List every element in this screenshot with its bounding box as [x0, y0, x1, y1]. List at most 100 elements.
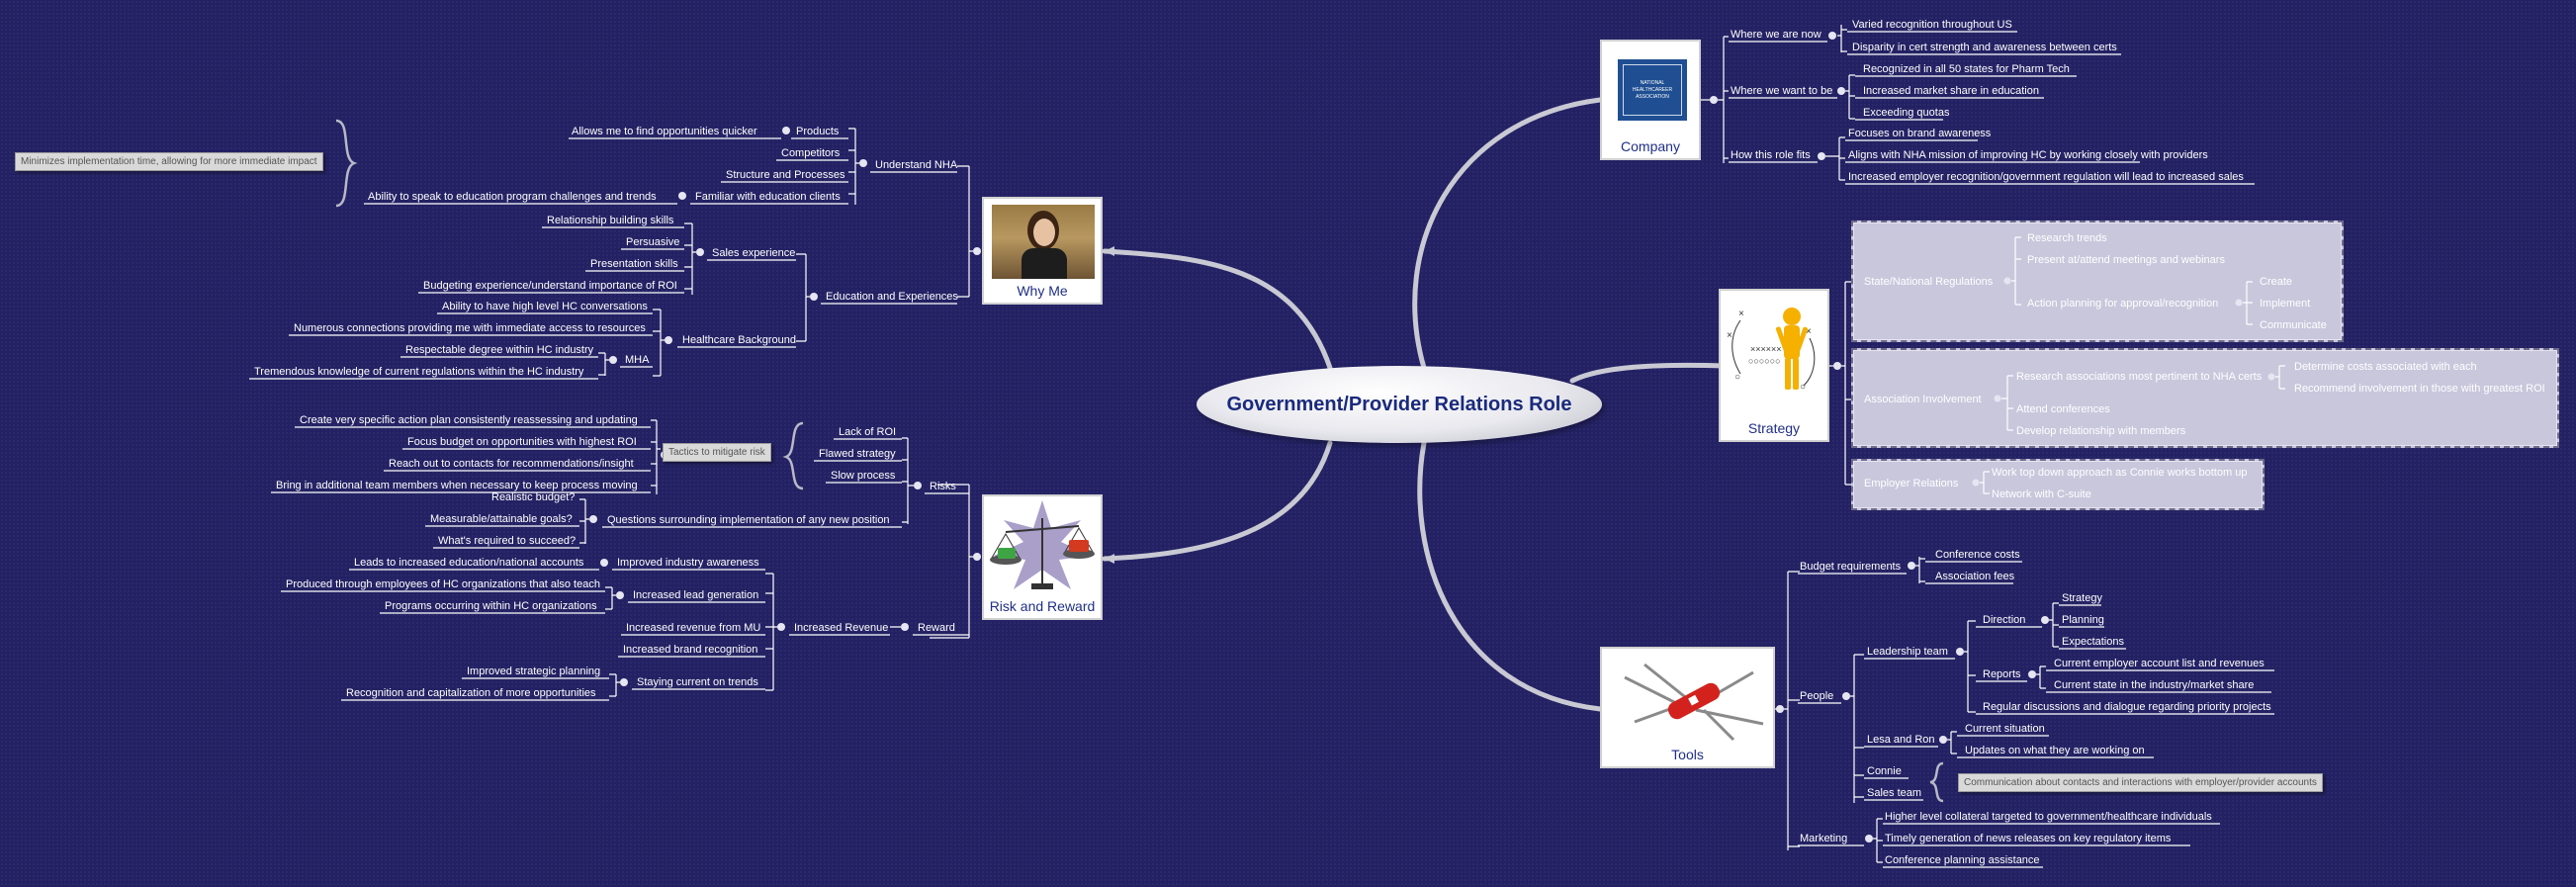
risk-trends[interactable]: Staying current on trends — [637, 676, 758, 688]
tools-leadership[interactable]: Leadership team — [1867, 646, 1948, 658]
why-understand-item[interactable]: Competitors — [781, 147, 841, 159]
tools-reports-item[interactable]: Current state in the industry/market sha… — [2054, 679, 2254, 691]
strategy-assoc[interactable]: Association Involvement — [1864, 394, 1982, 405]
strategy-node[interactable]: × × ×××××× ○○○○○○ ○ × ○ Strategy — [1719, 289, 1829, 442]
strategy-employer-item[interactable]: Network with C-suite — [1992, 488, 2091, 500]
risk-item[interactable]: Slow process — [831, 470, 896, 482]
risk-industry[interactable]: Improved industry awareness — [617, 557, 759, 569]
understand-note[interactable]: Minimizes implementation time, allowing … — [15, 152, 323, 171]
company-where-want-item[interactable]: Increased market share in education — [1863, 85, 2039, 97]
risk-trend-item[interactable]: Improved strategic planning — [467, 665, 600, 677]
tools-marketing-item[interactable]: Timely generation of news releases on ke… — [1885, 833, 2172, 844]
strategy-employer[interactable]: Employer Relations — [1864, 478, 1959, 489]
tools-reports[interactable]: Reports — [1983, 668, 2021, 680]
tools-connie[interactable]: Connie — [1867, 765, 1902, 777]
strategy-assoc-research-item[interactable]: Recommend involvement in those with grea… — [2294, 383, 2545, 395]
tools-reports-item[interactable]: Current employer account list and revenu… — [2054, 658, 2265, 669]
strategy-state-item[interactable]: Present at/attend meetings and webinars — [2027, 254, 2225, 266]
company-node[interactable]: NATIONAL HEALTHCAREER ASSOCIATION Compan… — [1600, 40, 1701, 160]
why-education[interactable]: Education and Experiences — [826, 291, 958, 303]
why-understand[interactable]: Understand NHA — [875, 159, 958, 171]
tools-direction[interactable]: Direction — [1983, 614, 2025, 626]
risk-trend-item[interactable]: Recognition and capitalization of more o… — [346, 687, 596, 699]
strategy-assoc-item[interactable]: Attend conferences — [2016, 403, 2110, 415]
tools-budget[interactable]: Budget requirements — [1800, 561, 1902, 573]
why-mha-item[interactable]: Respectable degree within HC industry — [405, 344, 594, 356]
why-sales-item[interactable]: Relationship building skills — [547, 215, 674, 226]
company-fits-item[interactable]: Increased employer recognition/governmen… — [1848, 171, 2244, 183]
risk-question-item[interactable]: Realistic budget? — [491, 491, 575, 503]
why-sales-item[interactable]: Budgeting experience/understand importan… — [423, 280, 677, 292]
company-where-want-item[interactable]: Recognized in all 50 states for Pharm Te… — [1863, 63, 2070, 75]
tools-lesa-item[interactable]: Current situation — [1965, 723, 2045, 735]
tools-regular[interactable]: Regular discussions and dialogue regardi… — [1983, 701, 2271, 713]
why-mha-item[interactable]: Tremendous knowledge of current regulati… — [254, 366, 584, 378]
connie-note[interactable]: Communication about contacts and interac… — [1958, 773, 2323, 792]
strategy-action-item[interactable]: Create — [2260, 276, 2292, 288]
strategy-employer-item[interactable]: Work top down approach as Connie works b… — [1992, 467, 2247, 479]
tools-budget-item[interactable]: Conference costs — [1935, 549, 2020, 561]
strategy-action-item[interactable]: Implement — [2260, 298, 2310, 310]
risk-lead-item[interactable]: Programs occurring within HC organizatio… — [385, 600, 597, 612]
tools-direction-item[interactable]: Expectations — [2062, 636, 2124, 648]
why-me-node[interactable]: Why Me — [982, 197, 1103, 305]
risk-questions[interactable]: Questions surrounding implementation of … — [607, 514, 890, 526]
risk-tactic[interactable]: Reach out to contacts for recommendation… — [389, 458, 634, 470]
central-topic[interactable]: Government/Provider Relations Role — [1197, 366, 1602, 443]
why-sales-item[interactable]: Persuasive — [626, 236, 679, 248]
risk-industry-sub[interactable]: Leads to increased education/national ac… — [354, 557, 584, 569]
risk-question-item[interactable]: What's required to succeed? — [438, 535, 576, 547]
strategy-assoc-research[interactable]: Research associations most pertinent to … — [2016, 371, 2263, 383]
tools-direction-item[interactable]: Planning — [2062, 614, 2104, 626]
tools-lesa-item[interactable]: Updates on what they are working on — [1965, 745, 2145, 756]
risk-question-item[interactable]: Measurable/attainable goals? — [430, 513, 573, 525]
why-sales-item[interactable]: Presentation skills — [590, 258, 678, 270]
tools-marketing-item[interactable]: Conference planning assistance — [1885, 854, 2040, 866]
strategy-assoc-research-item[interactable]: Determine costs associated with each — [2294, 361, 2477, 373]
company-where-now-item[interactable]: Varied recognition throughout US — [1852, 19, 2012, 31]
tools-marketing[interactable]: Marketing — [1800, 833, 1847, 844]
why-mha[interactable]: MHA — [625, 354, 650, 366]
tools-lesa[interactable]: Lesa and Ron — [1867, 734, 1935, 746]
risk-mu[interactable]: Increased revenue from MU — [626, 622, 760, 634]
risk-item[interactable]: Flawed strategy — [819, 448, 896, 460]
why-products-sub[interactable]: Allows me to find opportunities quicker — [572, 126, 757, 137]
why-hc-bg[interactable]: Healthcare Background — [682, 334, 796, 346]
risk-lead-item[interactable]: Produced through employees of HC organiz… — [286, 578, 600, 590]
strategy-action-item[interactable]: Communicate — [2260, 319, 2327, 331]
why-hc-item[interactable]: Numerous connections providing me with i… — [294, 322, 646, 334]
why-understand-item[interactable]: Familiar with education clients — [695, 191, 841, 203]
why-sales-exp[interactable]: Sales experience — [712, 247, 795, 259]
why-understand-item[interactable]: Products — [796, 126, 840, 137]
why-understand-item[interactable]: Structure and Processes — [726, 169, 845, 181]
company-where-now[interactable]: Where we are now — [1731, 29, 1821, 41]
tools-sales[interactable]: Sales team — [1867, 787, 1921, 799]
tools-people[interactable]: People — [1800, 690, 1833, 702]
company-where-now-item[interactable]: Disparity in cert strength and awareness… — [1852, 42, 2117, 53]
risk-item[interactable]: Lack of ROI — [839, 426, 896, 438]
strategy-state-item[interactable]: Action planning for approval/recognition — [2027, 298, 2218, 310]
tools-direction-item[interactable]: Strategy — [2062, 592, 2102, 604]
company-fits-item[interactable]: Focuses on brand awareness — [1848, 128, 1992, 139]
risk-lead[interactable]: Increased lead generation — [633, 589, 758, 601]
company-where-want-item[interactable]: Exceeding quotas — [1863, 107, 1950, 119]
tools-node[interactable]: Tools — [1600, 647, 1775, 768]
risk-tactic[interactable]: Focus budget on opportunities with highe… — [407, 436, 637, 448]
strategy-assoc-item[interactable]: Develop relationship with members — [2016, 425, 2186, 437]
why-familiar-sub[interactable]: Ability to speak to education program ch… — [368, 191, 657, 203]
tools-budget-item[interactable]: Association fees — [1935, 571, 2015, 582]
risk-node[interactable]: Risk and Reward — [982, 494, 1103, 620]
risk-brand[interactable]: Increased brand recognition — [623, 644, 757, 656]
tactics-note[interactable]: Tactics to mitigate risk — [663, 443, 771, 462]
why-hc-item[interactable]: Ability to have high level HC conversati… — [442, 301, 648, 312]
risk-risks[interactable]: Risks — [930, 481, 956, 492]
strategy-state[interactable]: State/National Regulations — [1864, 276, 1994, 288]
risk-tactic[interactable]: Create very specific action plan consist… — [300, 414, 638, 426]
company-fits-item[interactable]: Aligns with NHA mission of improving HC … — [1848, 149, 2208, 161]
risk-tactic[interactable]: Bring in additional team members when ne… — [276, 480, 638, 491]
risk-reward[interactable]: Reward — [918, 622, 955, 634]
company-where-want[interactable]: Where we want to be — [1731, 85, 1832, 97]
company-fits[interactable]: How this role fits — [1731, 149, 1811, 161]
strategy-state-item[interactable]: Research trends — [2027, 232, 2107, 244]
risk-increased-revenue[interactable]: Increased Revenue — [794, 622, 888, 634]
